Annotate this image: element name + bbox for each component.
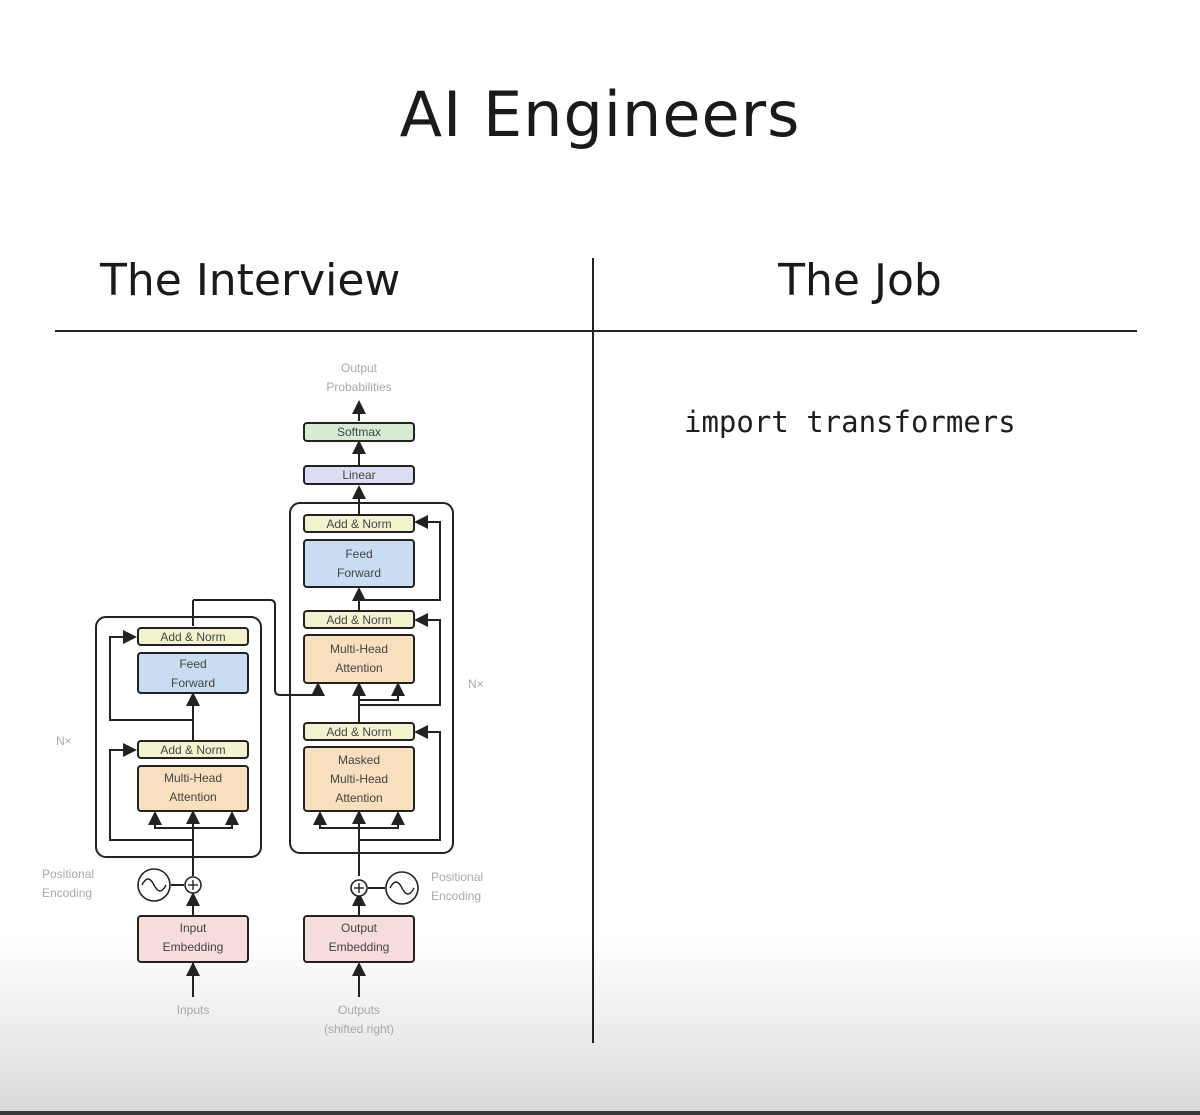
encoder-feed-forward-box	[137, 652, 249, 694]
left-column-heading: The Interview	[100, 255, 401, 306]
decoder-positional-encoding-line2: Encoding	[431, 889, 481, 903]
decoder-add-norm-3-label: Add & Norm	[326, 517, 391, 531]
bottom-edge-bar	[0, 1111, 1200, 1115]
input-embedding-box	[137, 915, 249, 963]
decoder-add-norm-2	[303, 610, 415, 629]
heading-divider	[55, 330, 1137, 332]
output-embedding-line2: Embedding	[329, 940, 390, 954]
masked-attention-line1: Masked	[338, 753, 380, 767]
masked-attention-line3: Attention	[335, 791, 382, 805]
encoder-add-norm-2	[137, 627, 249, 646]
page-title: AI Engineers	[399, 78, 801, 151]
decoder-feed-forward-line2: Forward	[337, 566, 381, 580]
decoder-add-norm-1-label: Add & Norm	[326, 725, 391, 739]
encoder-attention-box	[137, 765, 249, 812]
decoder-add-norm-1	[303, 722, 415, 741]
outputs-label-line2: (shifted right)	[324, 1022, 394, 1036]
softmax-box	[303, 422, 415, 442]
encoder-positional-encoding-line1: Positional	[42, 867, 94, 881]
decoder-block-frame	[289, 502, 454, 854]
masked-attention-line2: Multi-Head	[330, 772, 388, 786]
output-probabilities-line2: Probabilities	[326, 380, 391, 394]
output-probabilities-line1: Output	[341, 361, 378, 375]
decoder-positional-encoding-line1: Positional	[431, 870, 483, 884]
decoder-masked-attention-box	[303, 746, 415, 812]
encoder-feed-forward-line2: Forward	[171, 676, 215, 690]
decoder-attention-line2: Attention	[335, 661, 382, 675]
encoder-add-norm-1	[137, 740, 249, 759]
decoder-feed-forward-line1: Feed	[345, 547, 372, 561]
decoder-feed-forward-box	[303, 539, 415, 588]
softmax-label: Softmax	[337, 425, 381, 439]
right-column-heading: The Job	[778, 255, 942, 306]
input-embedding-line2: Embedding	[163, 940, 224, 954]
inputs-label: Inputs	[177, 1003, 210, 1017]
code-snippet: import transformers	[684, 405, 1016, 439]
decoder-add-norm-2-label: Add & Norm	[326, 613, 391, 627]
transformer-architecture-diagram: Output Probabilities Softmax Linear Add …	[42, 361, 484, 1036]
decoder-cross-attention-box	[303, 634, 415, 684]
output-embedding-line1: Output	[341, 921, 378, 935]
linear-label: Linear	[342, 468, 375, 482]
decoder-attention-line1: Multi-Head	[330, 642, 388, 656]
decoder-add-norm-3	[303, 514, 415, 533]
encoder-block-frame	[95, 616, 262, 858]
output-embedding-box	[303, 915, 415, 963]
linear-box	[303, 465, 415, 485]
encoder-attention-line2: Attention	[169, 790, 216, 804]
input-embedding-line1: Input	[180, 921, 207, 935]
encoder-feed-forward-line1: Feed	[179, 657, 206, 671]
column-divider	[592, 258, 594, 1043]
encoder-nx-label: N×	[56, 734, 72, 748]
encoder-add-norm-2-label: Add & Norm	[160, 630, 225, 644]
encoder-add-norm-1-label: Add & Norm	[160, 743, 225, 757]
encoder-attention-line1: Multi-Head	[164, 771, 222, 785]
outputs-label-line1: Outputs	[338, 1003, 380, 1017]
encoder-positional-encoding-line2: Encoding	[42, 886, 92, 900]
decoder-nx-label: N×	[468, 677, 484, 691]
